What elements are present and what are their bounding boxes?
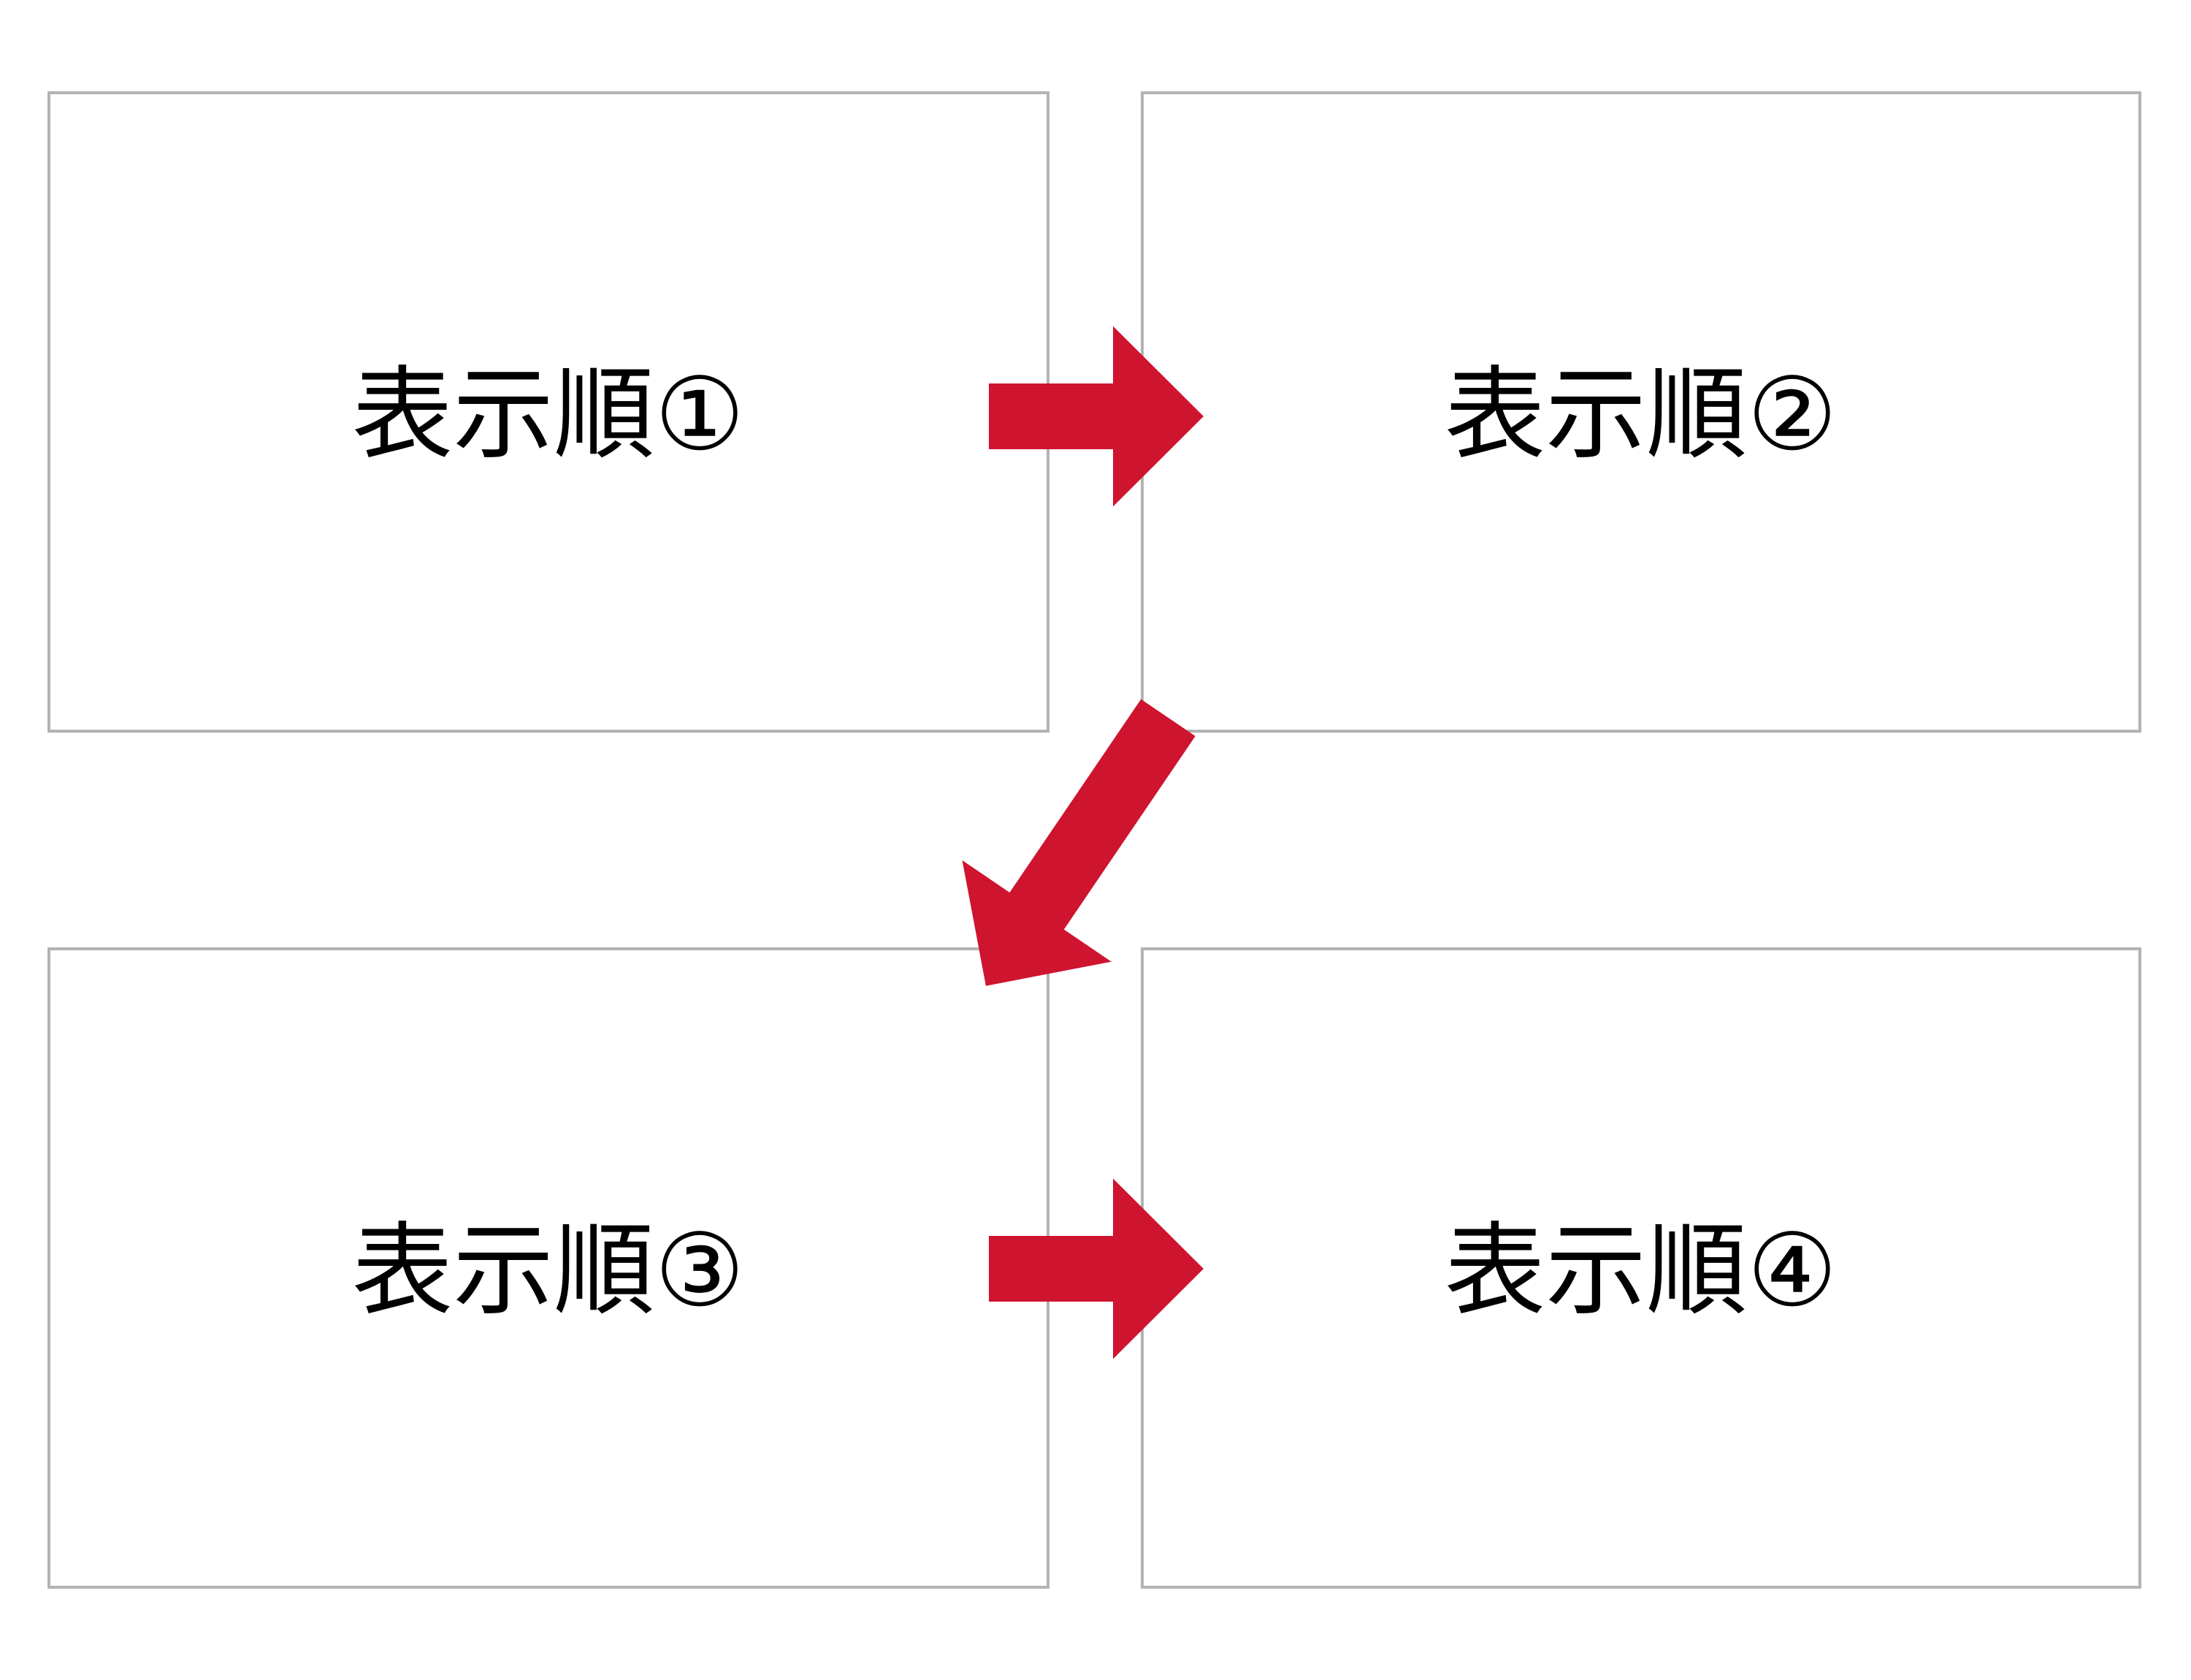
box-display-order-1: 表示順① <box>47 91 1049 733</box>
box-display-order-2: 表示順② <box>1141 91 2141 733</box>
box-display-order-4: 表示順④ <box>1141 947 2141 1589</box>
box-label-4: 表示順④ <box>1445 1215 1838 1327</box>
box-label-2: 表示順② <box>1445 359 1838 471</box>
box-label-3: 表示順③ <box>352 1215 745 1327</box>
box-label-1: 表示順① <box>352 359 745 471</box>
box-display-order-3: 表示順③ <box>47 947 1049 1589</box>
